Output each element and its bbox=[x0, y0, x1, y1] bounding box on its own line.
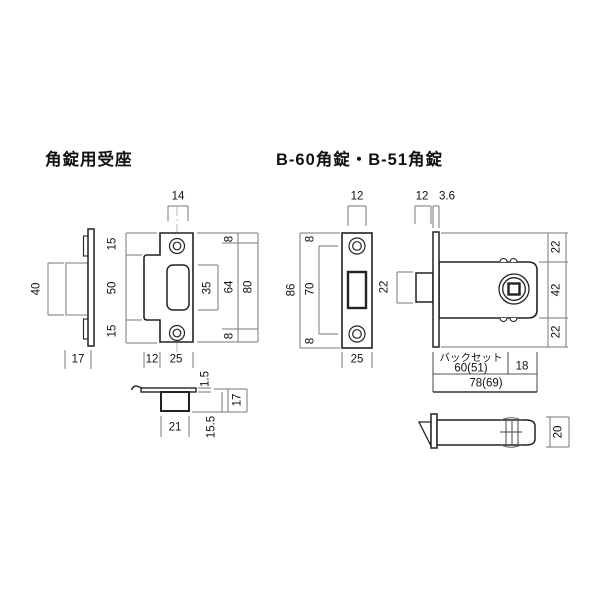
backset-label: バックセット bbox=[439, 351, 503, 364]
dim-top-margin: 15 bbox=[106, 237, 119, 251]
strike-front-view bbox=[125, 205, 259, 368]
dim-middle-span: 50 bbox=[106, 281, 119, 295]
dim-lip-width: 12 bbox=[145, 353, 159, 366]
dim-detail-box-width: 21 bbox=[168, 421, 182, 434]
dim-latch-throw: 12 bbox=[415, 190, 429, 203]
backset-rear-span: 18 bbox=[515, 360, 529, 373]
dim-screw-offset-top: 8 bbox=[304, 235, 317, 243]
lock-body-side-view bbox=[396, 205, 568, 393]
dim-faceplate-width: 25 bbox=[350, 353, 364, 366]
dim-bottom-offset: 22 bbox=[550, 325, 563, 339]
latch-unit-detail bbox=[417, 413, 570, 449]
dim-flange-thickness: 1.5 bbox=[199, 371, 212, 387]
dim-screw-span: 70 bbox=[304, 282, 317, 296]
dim-plate-width: 25 bbox=[169, 353, 183, 366]
dim-detail-box-depth: 15.5 bbox=[205, 415, 218, 439]
dim-hole-offset-bottom: 8 bbox=[223, 332, 236, 340]
strike-side-view bbox=[47, 228, 95, 369]
dim-plate-height: 80 bbox=[242, 280, 255, 294]
dim-box-depth: 17 bbox=[71, 353, 85, 366]
dim-latch-unit-height: 20 bbox=[552, 425, 565, 439]
backset-total: 78(69) bbox=[469, 377, 503, 390]
dim-opening-width: 14 bbox=[171, 190, 185, 203]
dim-bottom-margin: 15 bbox=[106, 324, 119, 338]
dim-latch-hole-width: 12 bbox=[350, 190, 364, 203]
dim-top-offset: 22 bbox=[550, 240, 563, 254]
dim-screw-offset-bottom: 8 bbox=[304, 337, 317, 345]
dim-latch-height: 22 bbox=[378, 280, 391, 294]
dust-box-detail bbox=[130, 385, 248, 437]
dim-hole-offset-top: 8 bbox=[223, 235, 236, 243]
dim-box-height: 40 bbox=[30, 282, 43, 296]
dim-plate-thickness: 3.6 bbox=[439, 190, 455, 203]
dim-faceplate-height: 86 bbox=[285, 283, 298, 297]
left-drawing-title: 角錠用受座 bbox=[45, 151, 133, 169]
backset-value: 60(51) bbox=[454, 362, 488, 375]
dim-body-height: 42 bbox=[550, 283, 563, 297]
faceplate-front-view bbox=[299, 205, 373, 368]
dim-hole-span: 64 bbox=[223, 280, 236, 294]
right-drawing-title: B-60角錠・B-51角錠 bbox=[276, 151, 444, 169]
dim-opening-height: 35 bbox=[201, 281, 214, 295]
dim-detail-total-depth: 17 bbox=[231, 393, 244, 407]
